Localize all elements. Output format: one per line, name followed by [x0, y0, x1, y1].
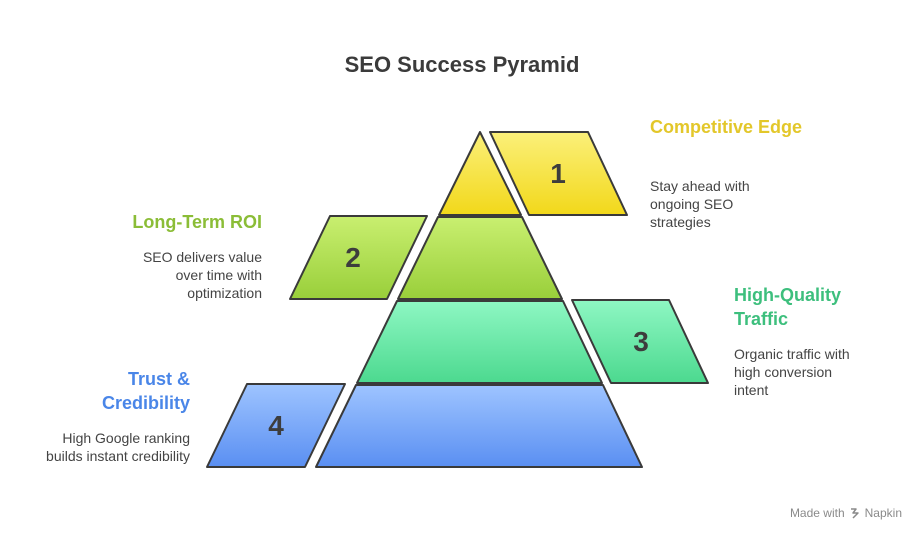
pyramid-tier-1 — [438, 131, 522, 216]
level-4-number: 4 — [268, 410, 284, 441]
diagram-title: SEO Success Pyramid — [344, 52, 580, 77]
footer-label: Made with — [789, 506, 845, 520]
level-3-heading: High-Quality Traffic — [734, 285, 841, 329]
pyramid-tier-2 — [397, 216, 563, 300]
level-2-description: SEO delivers value over time with optimi… — [142, 249, 262, 301]
level-2-number: 2 — [345, 242, 361, 273]
level-2-heading: Long-Term ROI — [132, 212, 262, 232]
footer-brand: Napkin — [864, 506, 902, 520]
level-1-parallelogram — [489, 131, 628, 216]
level-3-number: 3 — [633, 326, 649, 357]
level-1-description: Stay ahead with ongoing SEO strategies — [650, 178, 750, 230]
napkin-logo-icon — [850, 508, 859, 519]
level-4-parallelogram — [206, 383, 346, 468]
pyramid-tier-4 — [315, 384, 643, 468]
level-3-parallelogram — [571, 299, 709, 384]
level-2-parallelogram — [289, 215, 428, 300]
level-4-description: High Google ranking builds instant credi… — [46, 430, 190, 464]
level-1-heading: Competitive Edge — [650, 117, 803, 137]
level-3-description: Organic traffic with high conversion int… — [734, 346, 850, 398]
napkin-attribution: Made with Napkin — [790, 506, 902, 520]
level-1-number: 1 — [550, 158, 566, 189]
pyramid-tier-3 — [356, 300, 603, 384]
level-4-heading: Trust & Credibility — [101, 369, 190, 413]
